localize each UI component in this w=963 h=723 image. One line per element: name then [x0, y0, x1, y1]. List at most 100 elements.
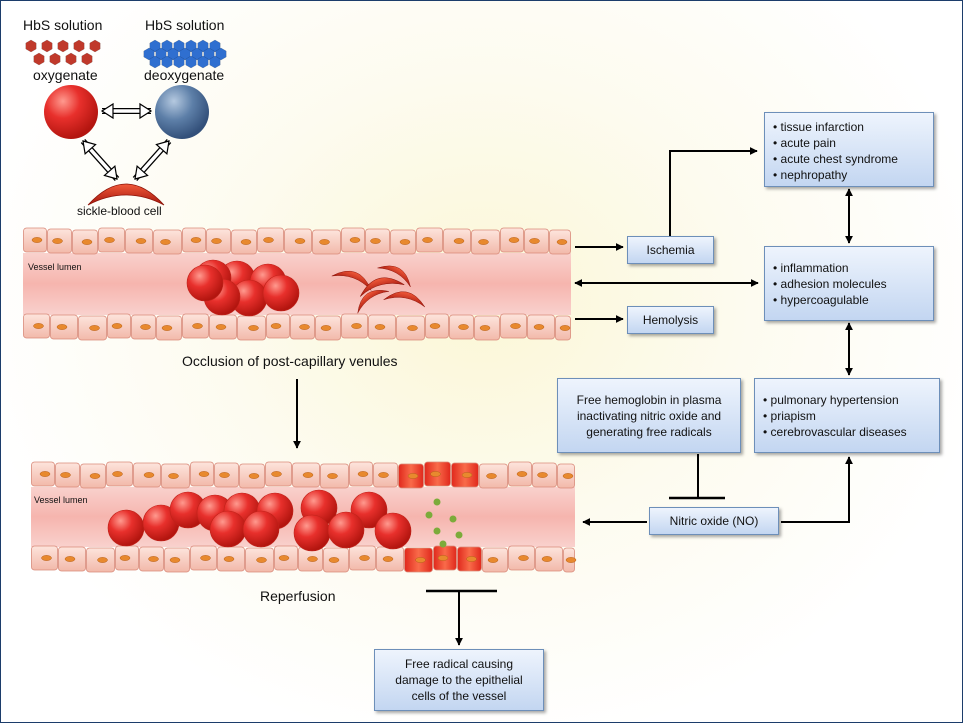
oxy-hemoglobin-hex — [81, 52, 93, 66]
cell-nucleus — [135, 238, 147, 244]
nitric-oxide-particle — [433, 498, 441, 506]
cell-nucleus — [319, 239, 330, 245]
cell-nucleus — [33, 323, 44, 329]
nitric-oxide-particle — [433, 527, 441, 535]
cell-nucleus — [351, 323, 362, 329]
sickle-shape — [360, 277, 405, 297]
vascular-item: priapism — [763, 408, 931, 424]
nitric-oxide-box: Nitric oxide (NO) — [649, 507, 779, 535]
cell-nucleus — [190, 237, 202, 243]
deoxy-hemoglobin-hex — [185, 39, 197, 53]
cell-nucleus — [104, 237, 115, 243]
cell-nucleus — [89, 325, 100, 331]
deoxy-sickle-arrow — [132, 138, 172, 182]
cell-nucleus — [263, 237, 274, 243]
cell-nucleus — [487, 557, 499, 563]
cell-nucleus — [198, 471, 210, 477]
vascular-box: pulmonary hypertension priapism cerebrov… — [754, 378, 940, 453]
cell-nucleus — [223, 556, 235, 562]
sickle-shape — [383, 291, 426, 308]
deoxy-hemoglobin-hex — [179, 47, 191, 61]
hbs-oxy-state: oxygenate — [33, 67, 98, 83]
deoxy-hemoglobin-hex — [209, 55, 221, 69]
cell-nucleus — [437, 555, 449, 561]
cell-nucleus — [562, 473, 574, 479]
cell-nucleus — [510, 323, 521, 329]
hollow-arrow-head — [139, 102, 153, 120]
ischemia-box: Ischemia — [627, 236, 714, 264]
cell-nucleus — [508, 237, 520, 243]
cell-nucleus — [271, 471, 282, 477]
cell-nucleus — [111, 323, 123, 329]
oxy-hemoglobin-hex — [49, 52, 61, 66]
cell-nucleus — [278, 555, 290, 561]
cell-nucleus — [565, 557, 577, 563]
cell-nucleus — [422, 237, 433, 243]
cell-nucleus — [407, 325, 418, 331]
deoxy-hemoglobin-hex — [197, 55, 209, 69]
outcome-item: acute pain — [773, 135, 925, 151]
cell-nucleus — [518, 555, 529, 561]
deoxy-hemoglobin-hex — [143, 47, 155, 61]
deoxygenated-red-cell — [155, 85, 209, 139]
hemolysis-box: Hemolysis — [627, 306, 714, 334]
hollow-arrow-head — [103, 164, 118, 180]
cell-nucleus — [161, 325, 173, 331]
cell-nucleus — [31, 237, 43, 243]
cell-nucleus — [97, 557, 108, 563]
deoxy-hemoglobin-hex — [161, 39, 173, 53]
cell-nucleus — [240, 239, 252, 245]
outcome-item: acute chest syndrome — [773, 151, 925, 167]
cell-nucleus — [41, 555, 52, 561]
cell-nucleus — [112, 471, 123, 477]
cell-nucleus — [248, 325, 259, 331]
cell-nucleus — [60, 472, 71, 478]
cell-nucleus — [382, 556, 394, 562]
cell-nucleus — [453, 238, 465, 244]
cell-nucleus — [415, 557, 426, 563]
cell-nucleus — [374, 324, 386, 330]
vascular-list: pulmonary hypertension priapism cerebrov… — [763, 392, 931, 440]
cell-nucleus — [294, 238, 306, 244]
cell-nucleus — [248, 473, 260, 479]
sickle-shape — [331, 270, 372, 291]
cell-nucleus — [192, 323, 203, 329]
cell-nucleus — [270, 323, 282, 329]
nitric-oxide-particle — [439, 540, 447, 548]
cell-nucleus — [327, 473, 338, 479]
oxy-hemoglobin-hex — [25, 39, 37, 53]
deoxy-hemoglobin-hex — [215, 47, 227, 61]
hbs-deoxy-state: deoxygenate — [144, 67, 225, 83]
sickle-cell — [87, 183, 165, 206]
red-blood-cell — [262, 274, 300, 312]
nitric-oxide-particle — [425, 511, 433, 519]
cell-nucleus — [320, 325, 332, 331]
inflammation-list: inflammation adhesion molecules hypercoa… — [773, 260, 925, 308]
cell-nucleus — [215, 324, 227, 330]
inflammation-item: inflammation — [773, 260, 925, 276]
cell-nucleus — [89, 473, 101, 479]
deoxy-hemoglobin-hex — [173, 55, 185, 69]
cell-nucleus — [537, 472, 548, 478]
sickle-shape — [377, 265, 411, 288]
deoxy-hemoglobin-hex — [191, 47, 203, 61]
cell-nucleus — [541, 556, 553, 562]
deoxy-hemoglobin-hex — [197, 39, 209, 53]
deoxy-hemoglobin-hex — [209, 39, 221, 53]
outcomes-box: tissue infarction acute pain acute chest… — [764, 112, 934, 187]
cell-nucleus — [559, 325, 571, 331]
cell-nucleus — [466, 556, 477, 562]
sickle-cell — [377, 265, 411, 288]
cell-nucleus — [302, 472, 314, 478]
cell-nucleus — [479, 325, 491, 331]
hbs-oxy-title: HbS solution — [23, 17, 103, 33]
cell-nucleus — [140, 324, 151, 330]
outcomes-list: tissue infarction acute pain acute chest… — [773, 119, 925, 183]
oxy-deoxy-arrow — [100, 102, 153, 120]
inflammation-item: adhesion molecules — [773, 276, 925, 292]
cell-nucleus — [458, 324, 469, 330]
hemolysis-label: Hemolysis — [642, 313, 699, 327]
hbs-deoxy-title: HbS solution — [145, 17, 225, 33]
